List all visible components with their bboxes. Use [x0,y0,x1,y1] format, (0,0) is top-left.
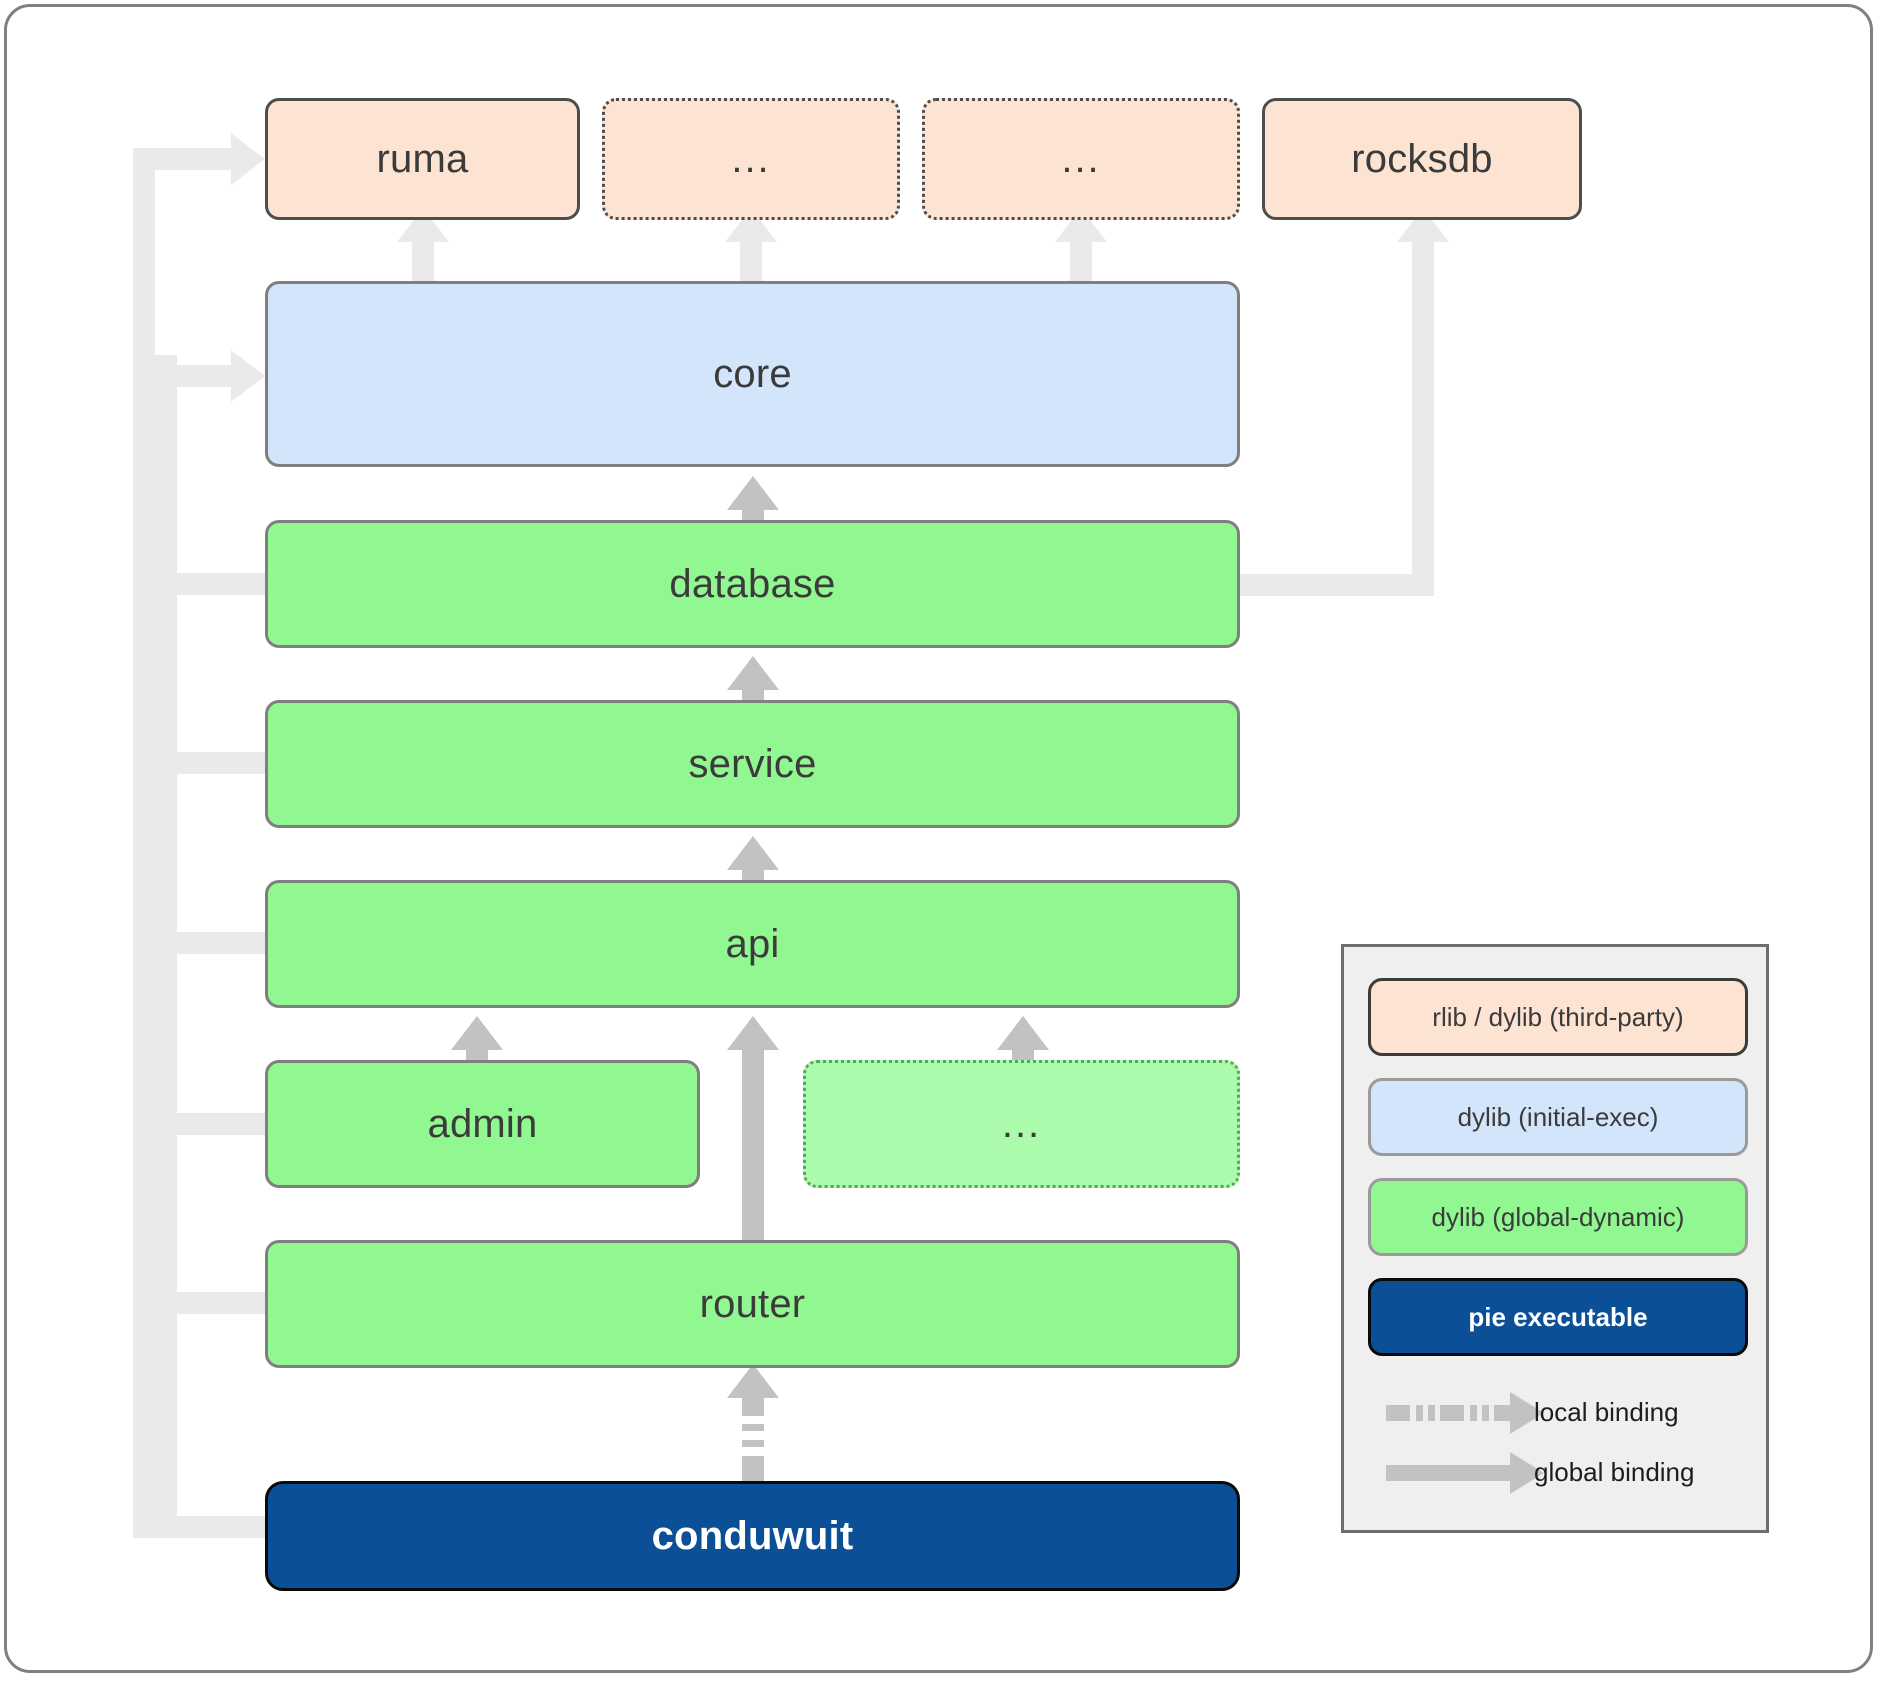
trunk-outer-vertical [133,148,155,1538]
node-ellipsis-3[interactable]: ... [803,1060,1240,1188]
node-label-ruma: ruma [376,136,469,181]
node-core[interactable]: core [265,281,1240,467]
wire-conduwuit-to-service [155,752,267,774]
legend-label-initial-exec: dylib (initial-exec) [1457,1101,1659,1132]
legend-arrow-global-binding [1386,1452,1544,1494]
wire-conduwuit-to-router-seg1 [742,1396,764,1416]
legend-text-local-binding: local binding [1534,1397,1679,1427]
node-label-rocksdb: rocksdb [1351,136,1493,181]
legend-swatch-pie-executable: pie executable [1368,1278,1748,1356]
arrowhead-core-bottom [727,476,779,510]
node-label-core: core [713,351,792,396]
trunk-outer-bottom [133,1516,273,1538]
legend-label-third-party: rlib / dylib (third-party) [1432,1001,1684,1032]
node-admin[interactable]: admin [265,1060,700,1188]
wire-core-to-ellipsis2 [1070,240,1092,282]
node-ruma[interactable]: ruma [265,98,580,220]
legend-label-local-binding: local binding [1534,1397,1679,1428]
arrowhead-core-left [231,350,265,402]
node-ellipsis-2[interactable]: ... [922,98,1240,220]
node-label-admin: admin [427,1101,538,1146]
node-api[interactable]: api [265,880,1240,1008]
node-label-database: database [669,561,836,606]
node-router[interactable]: router [265,1240,1240,1368]
node-label-conduwuit: conduwuit [651,1513,854,1558]
node-ellipsis-1[interactable]: ... [602,98,900,220]
wire-conduwuit-to-router-seg2 [742,1456,764,1484]
wire-router-to-api [742,1048,764,1250]
legend-swatch-third-party: rlib / dylib (third-party) [1368,978,1748,1056]
legend-swatch-global-dynamic: dylib (global-dynamic) [1368,1178,1748,1256]
arrowhead-api-from-ellipsis3 [997,1016,1049,1050]
wire-conduwuit-to-router-dash1 [742,1424,764,1431]
node-label-service: service [688,741,817,786]
arrowhead-api-from-admin [451,1016,503,1050]
wire-conduwuit-to-api [155,932,267,954]
node-label-ellipsis-2: ... [1061,137,1101,181]
legend-label-pie-executable: pie executable [1468,1301,1648,1332]
legend-arrow-local-binding [1386,1392,1544,1434]
arrowhead-database-bottom [727,656,779,690]
wire-conduwuit-to-core [155,365,243,387]
arrowhead-service-bottom [727,836,779,870]
wire-core-to-ellipsis1 [740,240,762,282]
wire-conduwuit-to-admin [155,1113,267,1135]
wire-core-to-ruma [412,240,434,282]
arrowhead-router-bottom [727,1364,779,1398]
wire-conduwuit-to-router [155,1292,267,1314]
legend-text-global-binding: global binding [1534,1457,1695,1487]
node-database[interactable]: database [265,520,1240,648]
arrowhead-ruma-left [231,133,265,185]
node-label-ellipsis-1: ... [731,137,771,181]
node-label-api: api [725,921,780,966]
node-service[interactable]: service [265,700,1240,828]
legend-label-global-binding: global binding [1534,1457,1694,1488]
wire-conduwuit-to-ruma [133,148,243,170]
wire-database-to-rocksdb-horizontal [1238,574,1434,596]
node-rocksdb[interactable]: rocksdb [1262,98,1582,220]
node-conduwuit[interactable]: conduwuit [265,1481,1240,1591]
node-label-router: router [699,1281,806,1326]
node-label-ellipsis-3: ... [1001,1102,1042,1146]
wire-conduwuit-to-router-dash2 [742,1440,764,1447]
arrowhead-api-from-router [727,1016,779,1050]
legend-label-global-dynamic: dylib (global-dynamic) [1431,1201,1685,1232]
wire-conduwuit-to-database [155,573,267,595]
legend-swatch-initial-exec: dylib (initial-exec) [1368,1078,1748,1156]
legend-panel: rlib / dylib (third-party) dylib (initia… [1341,944,1769,1533]
wire-database-to-rocksdb-vertical [1412,240,1434,596]
